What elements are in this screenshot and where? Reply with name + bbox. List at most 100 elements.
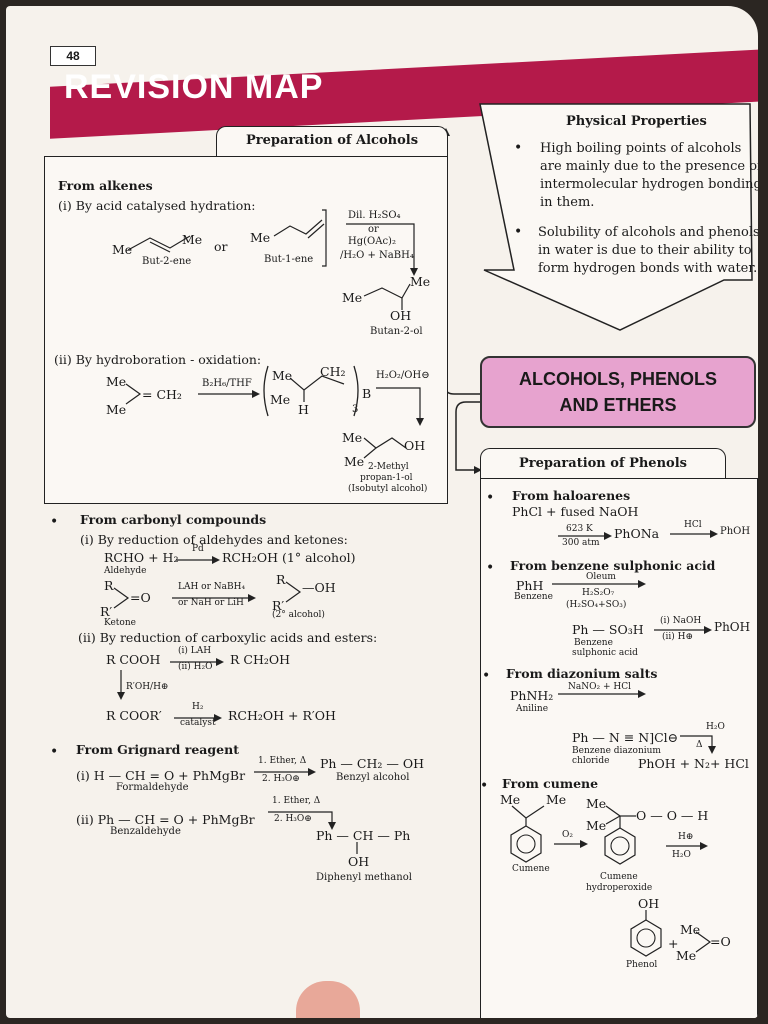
me-label: Me	[342, 430, 363, 445]
h-label: H	[298, 402, 309, 417]
acid-hydration: (i) By acid catalysed hydration:	[58, 198, 256, 213]
phenols-tab: Preparation of Phenols	[480, 448, 726, 481]
from-alkenes: From alkenes	[58, 178, 153, 193]
rch2oh-primary: RCH₂OH (1° alcohol)	[222, 550, 356, 565]
rch2oh: R CH₂OH	[230, 652, 291, 667]
nano2-reagent: NaNO₂ + HCl	[568, 682, 631, 692]
phoh-product: PhOH	[720, 526, 751, 537]
h2s2o7-reagent: H₂S₂O₇	[582, 588, 615, 598]
reduction-acids-esters: (ii) By reduction of carboxylic acids an…	[78, 630, 378, 645]
bullet: •	[486, 560, 495, 576]
grignard-eq-1: (i) H — CH = O + PhMgBr	[76, 768, 246, 783]
physical-heading: Physical Properties	[566, 114, 707, 129]
h2-reagent: H₂	[192, 702, 204, 712]
reaction-arrow	[198, 390, 260, 398]
reagent-nabh4: /H₂O + NaBH₄	[340, 250, 414, 261]
acidification-step: (ii) H⊕	[662, 632, 694, 642]
reaction-arrow	[670, 530, 718, 538]
trialkylborane-structure	[263, 365, 359, 417]
roh-reagent: R′OH/H⊕	[126, 682, 169, 692]
benzenesulphonic-acid-formula: Ph — SO₃H	[572, 622, 644, 637]
h3o-reagent: 2. H₃O⊕	[262, 774, 300, 784]
carbonyl-o: =O	[130, 590, 151, 605]
physical-properties-arrow-box	[479, 103, 753, 331]
bsa-label-2: sulphonic acid	[572, 648, 638, 658]
hydroboration-oxidation: (ii) By hydroboration - oxidation:	[54, 352, 262, 367]
ketone-label: Ketone	[104, 618, 136, 628]
bullet: •	[480, 778, 489, 794]
methylpropanol-label-3: (Isobutyl alcohol)	[348, 484, 428, 494]
phenol-label: Phenol	[626, 960, 658, 970]
catalyst-label: catalyst	[180, 718, 216, 728]
reagent-hgoac: Hg(OAc)₂	[348, 236, 396, 247]
grignard-eq-2: (ii) Ph — CH = O + PhMgBr	[76, 812, 255, 827]
isobutene-bonds	[125, 383, 142, 405]
from-sulphonic-acid: From benzene sulphonic acid	[510, 558, 716, 573]
butan-2-ol-structure	[363, 283, 411, 310]
from-diazonium: From diazonium salts	[506, 666, 658, 681]
r-label: R	[276, 572, 286, 587]
oxygen-reagent: O₂	[562, 830, 573, 840]
pressure-300atm: 300 atm	[562, 538, 600, 548]
hcl-reagent: HCl	[684, 520, 702, 530]
b2h6-reagent: B₂H₆/THF	[202, 378, 252, 389]
lah-reagent: LAH or NaBH₄	[178, 582, 246, 592]
benzyl-alcohol-label: Benzyl alcohol	[336, 772, 410, 783]
phcl-naoh: PhCl + fused NaOH	[512, 504, 639, 519]
reaction-arrow	[666, 842, 708, 850]
ketone-bonds	[113, 587, 130, 609]
reaction-arrow	[552, 580, 646, 588]
methylpropanol-label-1: 2-Methyl	[368, 462, 409, 472]
me-label: Me	[272, 368, 293, 383]
bullet: •	[482, 668, 491, 684]
but-1-ene-structure	[273, 219, 325, 239]
oh-label: OH	[348, 854, 370, 869]
acetone-bonds	[695, 931, 712, 953]
me-label: Me	[410, 274, 431, 289]
page-number: 48	[50, 46, 96, 66]
reaction-arrow	[554, 840, 588, 848]
oh-label: OH	[404, 438, 426, 453]
me-label: Me	[676, 948, 697, 963]
oxidation-arrow	[376, 387, 424, 426]
reaction-arrow	[176, 556, 220, 564]
h3o-reagent: 2. H₃O⊕	[274, 814, 312, 824]
me-label: Me	[546, 792, 567, 807]
reaction-arrow	[654, 626, 712, 634]
hydroperoxide-group: O — O — H	[636, 808, 709, 823]
ester-reduction-products: RCH₂OH + R′OH	[228, 708, 336, 723]
acetone-carbonyl: =O	[710, 934, 731, 949]
from-haloarenes: From haloarenes	[512, 488, 631, 503]
alcohol-bonds	[285, 581, 302, 603]
r-prime-label: R′	[100, 604, 113, 619]
from-cumene: From cumene	[502, 776, 599, 791]
grignard-arrow	[268, 811, 336, 830]
me-label: Me	[112, 242, 133, 257]
bullet: •	[514, 140, 523, 156]
h2o-reagent: H₂O	[706, 722, 725, 732]
benzaldehyde-label: Benzaldehyde	[110, 826, 181, 837]
naoh-step: (i) NaOH	[660, 616, 702, 626]
oh-label: OH	[638, 896, 660, 911]
reagent-or: or	[368, 224, 379, 235]
methylpropanol-label-2: propan-1-ol	[360, 473, 413, 483]
reaction-arrow	[174, 714, 222, 722]
phh: PhH	[516, 578, 544, 593]
cumene-hydroperoxide-structure	[604, 805, 636, 865]
bullet: •	[486, 490, 495, 506]
alcohols-box	[44, 156, 448, 504]
me-label: Me	[680, 922, 701, 937]
oh-label: OH	[390, 308, 412, 323]
oleum-reagent: Oleum	[586, 572, 616, 582]
diazonium-label-2: chloride	[572, 756, 610, 766]
oh-label: —OH	[302, 580, 336, 595]
rcooh: R COOH	[106, 652, 161, 667]
lah-step: (i) LAH	[178, 646, 212, 656]
textbook-page: 48 REVISION MAP Physical Properties • Hi…	[6, 6, 758, 1018]
me-label: Me	[250, 230, 271, 245]
secondary-alcohol-label: (2° alcohol)	[272, 610, 325, 620]
phnh2: PhNH₂	[510, 688, 554, 703]
